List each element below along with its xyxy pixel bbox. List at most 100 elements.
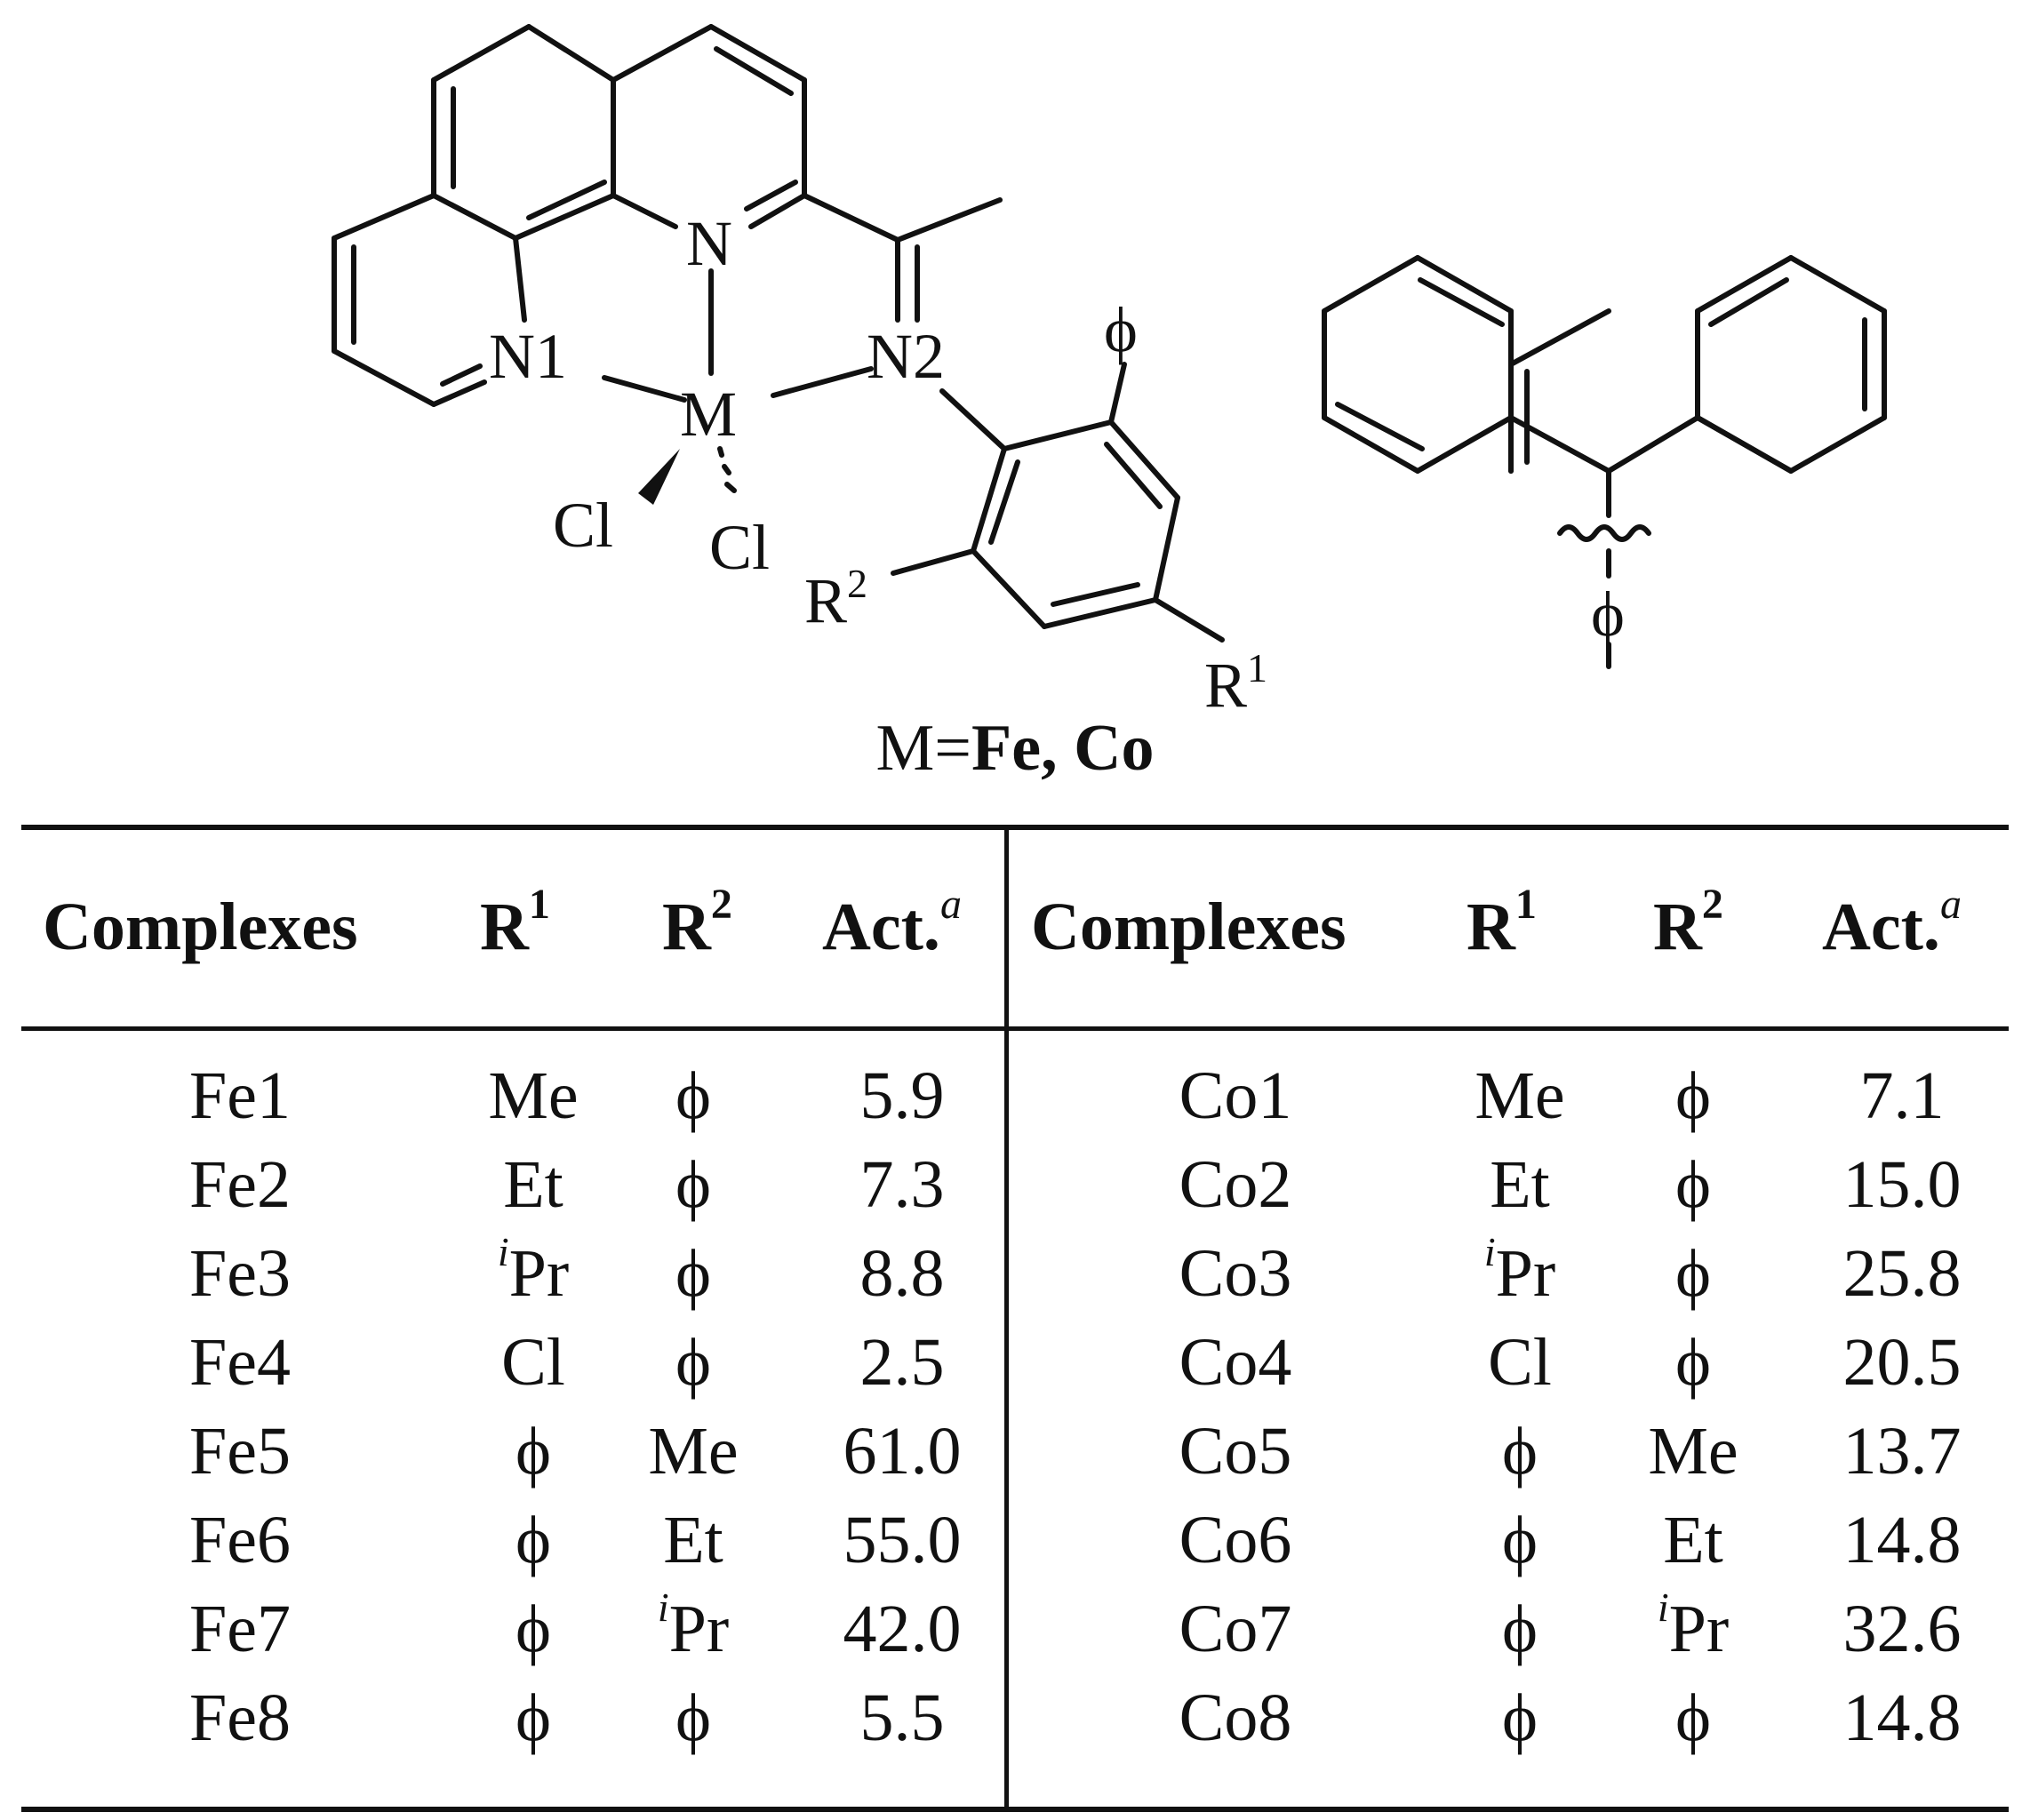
table-cell-complex: Co1 bbox=[1179, 1058, 1292, 1133]
table-cell-act: 14.8 bbox=[1842, 1680, 1962, 1755]
label-cl-b: Cl bbox=[709, 512, 770, 583]
table-cell-r1: ϕ bbox=[1501, 1503, 1538, 1577]
table-cell-act: 20.5 bbox=[1842, 1325, 1962, 1400]
table-cell-r2: ϕ bbox=[675, 1680, 711, 1755]
table-cell-r2: ϕ bbox=[1674, 1680, 1711, 1755]
table-cell-r1: ϕ bbox=[1501, 1592, 1538, 1666]
table-cell-act: 7.3 bbox=[859, 1147, 945, 1222]
table-cell-act: 5.9 bbox=[859, 1058, 945, 1133]
table-cell-r1: ϕ bbox=[515, 1503, 551, 1577]
header-r1-left: R1 bbox=[480, 881, 550, 965]
metal-bonds bbox=[602, 268, 874, 505]
table-cell-act: 15.0 bbox=[1842, 1147, 1962, 1222]
table-cell-r2: iPr bbox=[1626, 1587, 1760, 1668]
chemical-structure: N N1 N2 M Cl Cl ϕ R2 R1 ϕ bbox=[332, 24, 1887, 721]
table-cell-complex: Fe8 bbox=[189, 1680, 291, 1755]
caption-metals: Fe, Co bbox=[971, 712, 1155, 785]
table-cell-r1: Et bbox=[503, 1147, 563, 1222]
table-cell-complex: Fe3 bbox=[189, 1236, 291, 1311]
label-cl-a: Cl bbox=[553, 490, 613, 561]
cell-superscript: i bbox=[1483, 1229, 1496, 1274]
header-act-left: Act.a bbox=[822, 881, 962, 965]
table-bottom-rule bbox=[21, 1807, 2009, 1812]
cell-superscript: i bbox=[497, 1229, 509, 1274]
aryl-ring bbox=[891, 362, 1225, 643]
label-metal: M bbox=[680, 379, 737, 450]
cell-text: Pr bbox=[668, 1592, 730, 1666]
table-cell-complex: Fe2 bbox=[189, 1147, 291, 1222]
table-cell-r1: iPr bbox=[1449, 1232, 1591, 1313]
label-n2: N2 bbox=[867, 321, 945, 392]
header-complexes-left: Complexes bbox=[43, 890, 358, 964]
table-cell-r1: Me bbox=[488, 1058, 579, 1133]
table-cell-r1: Me bbox=[1475, 1058, 1565, 1133]
table-cell-complex: Co4 bbox=[1179, 1325, 1292, 1400]
cell-text: Pr bbox=[1495, 1236, 1556, 1311]
table-cell-r2: iPr bbox=[627, 1587, 760, 1668]
table-cell-complex: Co7 bbox=[1179, 1592, 1292, 1666]
header-complexes-right: Complexes bbox=[1031, 890, 1347, 964]
table-top-rule bbox=[21, 825, 2009, 830]
table-cell-r2: Me bbox=[1648, 1414, 1738, 1489]
cell-text: Pr bbox=[508, 1236, 570, 1311]
table-cell-complex: Co8 bbox=[1179, 1680, 1292, 1755]
label-phi-substituent: ϕ bbox=[1591, 579, 1625, 650]
table-cell-r2: ϕ bbox=[675, 1325, 711, 1400]
table-cell-r1: ϕ bbox=[1501, 1680, 1538, 1755]
table-cell-r1: Cl bbox=[501, 1325, 565, 1400]
caption-prefix: M= bbox=[875, 712, 972, 785]
table-cell-r2: ϕ bbox=[1674, 1325, 1711, 1400]
table-cell-act: 14.8 bbox=[1842, 1503, 1962, 1577]
header-r1-right: R1 bbox=[1467, 881, 1537, 965]
label-n1: N1 bbox=[489, 321, 567, 392]
table-header-rule bbox=[21, 1026, 2009, 1031]
cell-superscript: i bbox=[657, 1585, 669, 1630]
table-cell-r1: iPr bbox=[462, 1232, 604, 1313]
table-cell-act: 61.0 bbox=[843, 1414, 962, 1489]
table-cell-complex: Fe6 bbox=[189, 1503, 291, 1577]
table-cell-complex: Co6 bbox=[1179, 1503, 1292, 1577]
table-column-divider bbox=[1004, 828, 1009, 1808]
label-phi-top: ϕ bbox=[1104, 294, 1138, 365]
label-r1: R1 bbox=[1204, 645, 1267, 721]
header-r2-left: R2 bbox=[662, 881, 732, 965]
table-cell-r2: ϕ bbox=[1674, 1147, 1711, 1222]
header-r2-right: R2 bbox=[1653, 881, 1723, 965]
table-cell-r1: ϕ bbox=[1501, 1414, 1538, 1489]
phenanthroline-core bbox=[332, 24, 1003, 407]
cell-text: Pr bbox=[1668, 1592, 1730, 1666]
table-cell-act: 5.5 bbox=[859, 1680, 945, 1755]
table-cell-complex: Fe1 bbox=[189, 1058, 291, 1133]
label-r2: R2 bbox=[804, 561, 867, 636]
benzhydryl-group bbox=[1322, 255, 1887, 669]
table-cell-act: 13.7 bbox=[1842, 1414, 1962, 1489]
table-cell-r1: ϕ bbox=[515, 1680, 551, 1755]
table-cell-r1: Et bbox=[1490, 1147, 1550, 1222]
label-n-center: N bbox=[686, 208, 732, 279]
metal-caption: M=Fe, Co bbox=[0, 711, 2030, 786]
table-cell-r2: ϕ bbox=[675, 1147, 711, 1222]
table-cell-r1: ϕ bbox=[515, 1592, 551, 1666]
cell-superscript: i bbox=[1657, 1585, 1669, 1630]
table-cell-act: 55.0 bbox=[843, 1503, 962, 1577]
table-cell-r2: ϕ bbox=[675, 1058, 711, 1133]
table-cell-r1: ϕ bbox=[515, 1414, 551, 1489]
table-cell-r2: ϕ bbox=[1674, 1236, 1711, 1311]
table-cell-complex: Co3 bbox=[1179, 1236, 1292, 1311]
table-cell-r2: Et bbox=[1663, 1503, 1723, 1577]
table-cell-r2: Me bbox=[648, 1414, 739, 1489]
table-cell-r2: Et bbox=[663, 1503, 723, 1577]
table-cell-complex: Co2 bbox=[1179, 1147, 1292, 1222]
table-cell-complex: Fe4 bbox=[189, 1325, 291, 1400]
header-act-right: Act.a bbox=[1822, 881, 1962, 965]
table-cell-r1: Cl bbox=[1488, 1325, 1552, 1400]
table-cell-complex: Fe5 bbox=[189, 1414, 291, 1489]
table-cell-complex: Fe7 bbox=[189, 1592, 291, 1666]
table-cell-act: 2.5 bbox=[859, 1325, 945, 1400]
table-cell-act: 25.8 bbox=[1842, 1236, 1962, 1311]
table-cell-complex: Co5 bbox=[1179, 1414, 1292, 1489]
table-cell-act: 7.1 bbox=[1859, 1058, 1945, 1133]
table-cell-r2: ϕ bbox=[1674, 1058, 1711, 1133]
table-cell-act: 32.6 bbox=[1842, 1592, 1962, 1666]
table-cell-act: 42.0 bbox=[843, 1592, 962, 1666]
